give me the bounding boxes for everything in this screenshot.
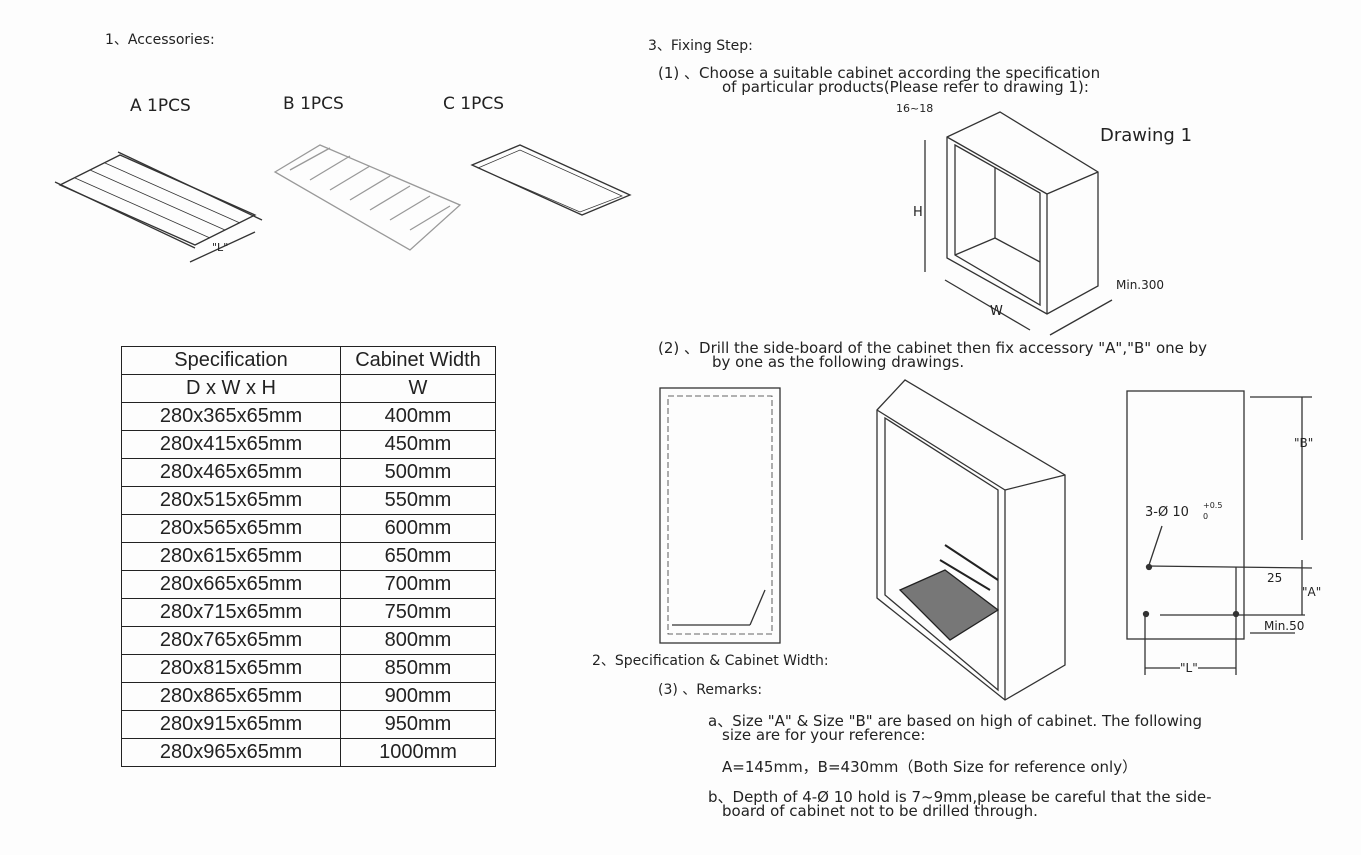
cabinet-width-cell: 550mm <box>340 486 496 515</box>
cabinet-width-cell: 1000mm <box>340 738 496 767</box>
l-label: "L" <box>1180 661 1198 675</box>
cabinet-with-rack-drawing <box>876 379 1066 701</box>
header-cabinet-width: Cabinet Width <box>340 346 496 375</box>
b-label: "B" <box>1294 436 1314 450</box>
accessory-b-label: B 1PCS <box>283 94 344 114</box>
cabinet-width-cell: 750mm <box>340 598 496 627</box>
depth-label: Min.300 <box>1116 278 1165 292</box>
fixing-heading: 3、Fixing Step: <box>648 38 753 54</box>
dimension-cell: 280x365x65mm <box>121 402 341 431</box>
dimension-cell: 280x965x65mm <box>121 738 341 767</box>
height-label: H <box>913 205 923 220</box>
subheader-dimensions: D x W x H <box>121 374 341 403</box>
cabinet-width-cell: 950mm <box>340 710 496 739</box>
dimension-cell: 280x465x65mm <box>121 458 341 487</box>
cabinet-width-cell: 650mm <box>340 542 496 571</box>
dimension-cell: 280x815x65mm <box>121 654 341 683</box>
dimension-cell: 280x515x65mm <box>121 486 341 515</box>
cabinet-width-cell: 700mm <box>340 570 496 599</box>
dimension-cell: 280x865x65mm <box>121 682 341 711</box>
subheader-w: W <box>340 374 496 403</box>
length-label: "L" <box>212 241 229 254</box>
cabinet-width-cell: 800mm <box>340 626 496 655</box>
dimension-cell: 280x415x65mm <box>121 430 341 459</box>
accessory-a-label: A 1PCS <box>130 96 191 116</box>
cabinet-width-cell: 450mm <box>340 430 496 459</box>
a-label: "A" <box>1302 585 1322 599</box>
dimension-cell: 280x915x65mm <box>121 710 341 739</box>
dimension-cell: 280x565x65mm <box>121 514 341 543</box>
tolerance-upper: +0.5 <box>1203 501 1223 510</box>
tolerance-lower: 0 <box>1203 512 1209 521</box>
min-label: Min.50 <box>1264 619 1305 633</box>
remarks-heading: (3) 、Remarks: <box>658 682 763 698</box>
dimension-cell: 280x665x65mm <box>121 570 341 599</box>
remark-a-line1: a、Size "A" & Size "B" are based on high … <box>708 712 1203 730</box>
drawing-1-cabinet <box>924 111 1113 336</box>
header-specification: Specification <box>121 346 341 375</box>
cabinet-width-cell: 900mm <box>340 682 496 711</box>
width-label: W <box>990 304 1003 319</box>
dimension-cell: 280x715x65mm <box>121 598 341 627</box>
hole-spec: 3-Ø 10 <box>1145 505 1189 520</box>
accessories-heading: 1、Accessories: <box>105 32 215 48</box>
side-board-drawing <box>659 387 781 644</box>
dimension-cell: 280x765x65mm <box>121 626 341 655</box>
accessory-a-drawing <box>54 151 263 263</box>
cabinet-width-cell: 500mm <box>340 458 496 487</box>
offset-label: 25 <box>1267 571 1283 585</box>
drawing-1-title: Drawing 1 <box>1100 125 1193 146</box>
step1-line1: (1) 、Choose a suitable cabinet according… <box>658 64 1101 82</box>
hole-position-drawing <box>1126 390 1313 675</box>
accessory-b-drawing <box>273 144 462 251</box>
step1-line2: of particular products(Please refer to d… <box>722 78 1089 96</box>
dimension-cell: 280x615x65mm <box>121 542 341 571</box>
spec-heading: 2、Specification & Cabinet Width: <box>592 653 829 669</box>
cabinet-width-cell: 600mm <box>340 514 496 543</box>
remark-a-line3: A=145mm，B=430mm（Both Size for reference … <box>722 758 1138 776</box>
remark-b-line2: board of cabinet not to be drilled throu… <box>722 802 1038 820</box>
remark-a-line2: size are for your reference: <box>722 726 926 744</box>
cabinet-width-cell: 850mm <box>340 654 496 683</box>
remark-b-line1: b、Depth of 4-Ø 10 hold is 7~9mm,please b… <box>708 788 1212 806</box>
step2-line2: by one as the following drawings. <box>712 353 965 371</box>
accessory-c-drawing <box>470 144 632 216</box>
accessory-c-label: C 1PCS <box>443 94 505 114</box>
step2-line1: (2) 、Drill the side-board of the cabinet… <box>658 339 1208 357</box>
thickness-label: 16~18 <box>896 102 934 115</box>
cabinet-width-cell: 400mm <box>340 402 496 431</box>
